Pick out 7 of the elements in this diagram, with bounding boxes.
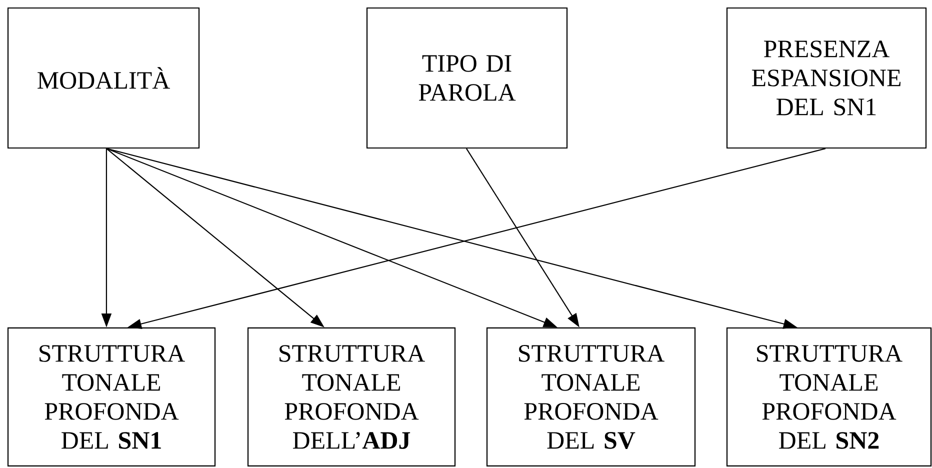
box: STRUTTURA TONALE PROFONDA DEL SN2: [726, 327, 932, 467]
box: TIPO DI PAROLA: [366, 7, 568, 149]
box: STRUTTURA TONALE PROFONDA DEL SV: [486, 327, 696, 467]
box: STRUTTURA TONALE PROFONDA DEL SN1: [7, 327, 216, 467]
box: STRUTTURA TONALE PROFONDA DELL’ADJ: [247, 327, 456, 467]
box: PRESENZA ESPANSIONE DEL SN1: [726, 7, 927, 149]
box: MODALITÀ: [7, 7, 200, 149]
